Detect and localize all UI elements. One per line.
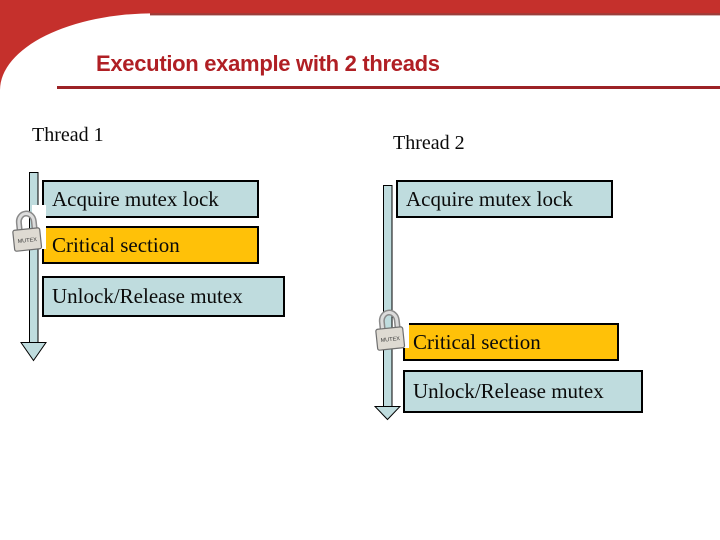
thread1-timeline-arrow-icon <box>20 172 47 362</box>
thread2-critical-section-box: Critical section <box>403 323 619 361</box>
thread2-acquire-mutex-box: Acquire mutex lock <box>396 180 613 218</box>
slide-title: Execution example with 2 threads <box>96 51 440 76</box>
thread1-unlock-mutex-box: Unlock/Release mutex <box>42 276 285 317</box>
header-edge-line <box>150 12 720 16</box>
thread1-acquire-mutex-box: Acquire mutex lock <box>42 180 259 218</box>
mutex-padlock-icon: MUTEX <box>375 304 409 351</box>
thread2-label: Thread 2 <box>393 132 465 154</box>
header-curve-shape <box>0 0 720 90</box>
thread1-critical-section-box: Critical section <box>42 226 259 264</box>
thread1-label: Thread 1 <box>32 124 104 146</box>
title-underline <box>57 86 720 89</box>
padlock-mutex-text: MUTEX <box>380 336 400 344</box>
header-banner <box>0 0 720 90</box>
padlock-mutex-text: MUTEX <box>17 237 37 245</box>
thread2-timeline-arrow-icon <box>374 185 401 421</box>
mutex-padlock-icon: MUTEX <box>12 205 46 252</box>
thread2-unlock-mutex-box: Unlock/Release mutex <box>403 370 643 413</box>
